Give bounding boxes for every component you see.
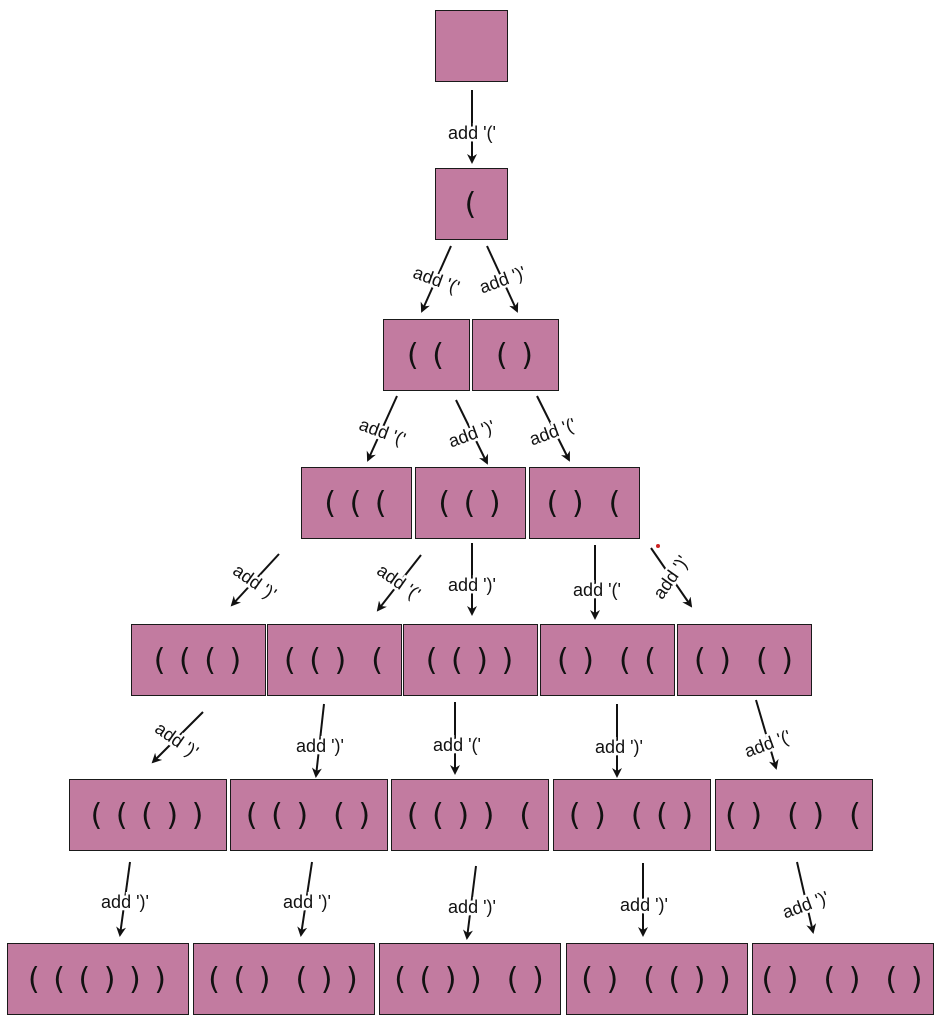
node-l2-a: ( (: [383, 319, 470, 391]
node-l4-c: ( ( ) ): [403, 624, 538, 696]
node-l6-b: ( ( ) ( ) ): [193, 943, 375, 1015]
edge-label-e23b: add ')': [446, 416, 498, 451]
node-l4-b: ( ( ) (: [267, 624, 402, 696]
edge-label-e34c: add ')': [448, 575, 496, 595]
node-l3-a: ( ( (: [301, 467, 412, 539]
arrow-e45a: [151, 711, 204, 764]
arrow-e23b: [455, 399, 488, 465]
edge-label-e45b: add ')': [296, 736, 344, 756]
node-l5-e: ( ) ( ) (: [715, 779, 873, 851]
edge-label-e34b: add '(': [373, 560, 424, 604]
stray-dot: [656, 544, 660, 548]
arrow-e23a: [366, 395, 398, 462]
node-l6-e: ( ) ( ) ( ): [752, 943, 934, 1015]
edge-label-e12b: add ')': [477, 262, 529, 297]
edge-label-e23c: add '(': [527, 414, 579, 449]
arrow-e34b: [376, 554, 422, 612]
node-l2-b: ( ): [472, 319, 559, 391]
arrow-e56a: [116, 861, 131, 937]
node-l6-a: ( ( ( ) ) ): [7, 943, 189, 1015]
arrow-e12b: [486, 245, 519, 313]
edge-label-e45d: add ')': [595, 737, 643, 757]
edge-label-e56d: add ')': [620, 895, 668, 915]
edge-label-e34d: add '(': [573, 580, 621, 600]
edge-label-e45c: add '(': [433, 735, 481, 755]
node-l4-e: ( ) ( ): [677, 624, 812, 696]
node-l4-d: ( ) ( (: [540, 624, 675, 696]
edge-label-e23a: add '(': [356, 414, 408, 449]
arrow-e56c: [463, 865, 477, 940]
node-l3-c: ( ) (: [529, 467, 640, 539]
edge-label-e01: add '(': [448, 123, 496, 143]
node-l4-a: ( ( ( ): [131, 624, 266, 696]
node-empty: [435, 10, 508, 82]
node-l5-b: ( ( ) ( ): [230, 779, 388, 851]
arrow-e12a: [420, 245, 452, 313]
edge-label-e56c: add ')': [448, 897, 496, 917]
edge-label-e34a: add ')': [229, 560, 280, 604]
edge-label-e34e: add ')': [649, 552, 693, 603]
node-l5-d: ( ) ( ( ): [553, 779, 711, 851]
edge-label-e12a: add '(': [410, 262, 462, 297]
arrow-e45e: [755, 699, 779, 770]
arrow-e34e: [650, 547, 693, 608]
arrow-e56b: [297, 861, 313, 937]
node-l5-a: ( ( ( ) ): [69, 779, 227, 851]
arrow-e45b: [311, 703, 325, 778]
edge-label-e45e: add '(': [742, 726, 794, 761]
edge-label-e56b: add ')': [283, 892, 331, 912]
node-l6-d: ( ) ( ( ) ): [566, 943, 748, 1015]
node-l1: (: [435, 168, 508, 240]
node-l5-c: ( ( ) ) (: [391, 779, 549, 851]
arrow-e23c: [536, 395, 570, 462]
arrow-e56e: [796, 861, 817, 934]
edge-label-e56e: add ')': [780, 887, 832, 922]
node-l6-c: ( ( ) ) ( ): [379, 943, 561, 1015]
node-l3-b: ( ( ): [415, 467, 526, 539]
arrow-e34a: [230, 553, 280, 607]
edge-label-e56a: add ')': [101, 892, 149, 912]
